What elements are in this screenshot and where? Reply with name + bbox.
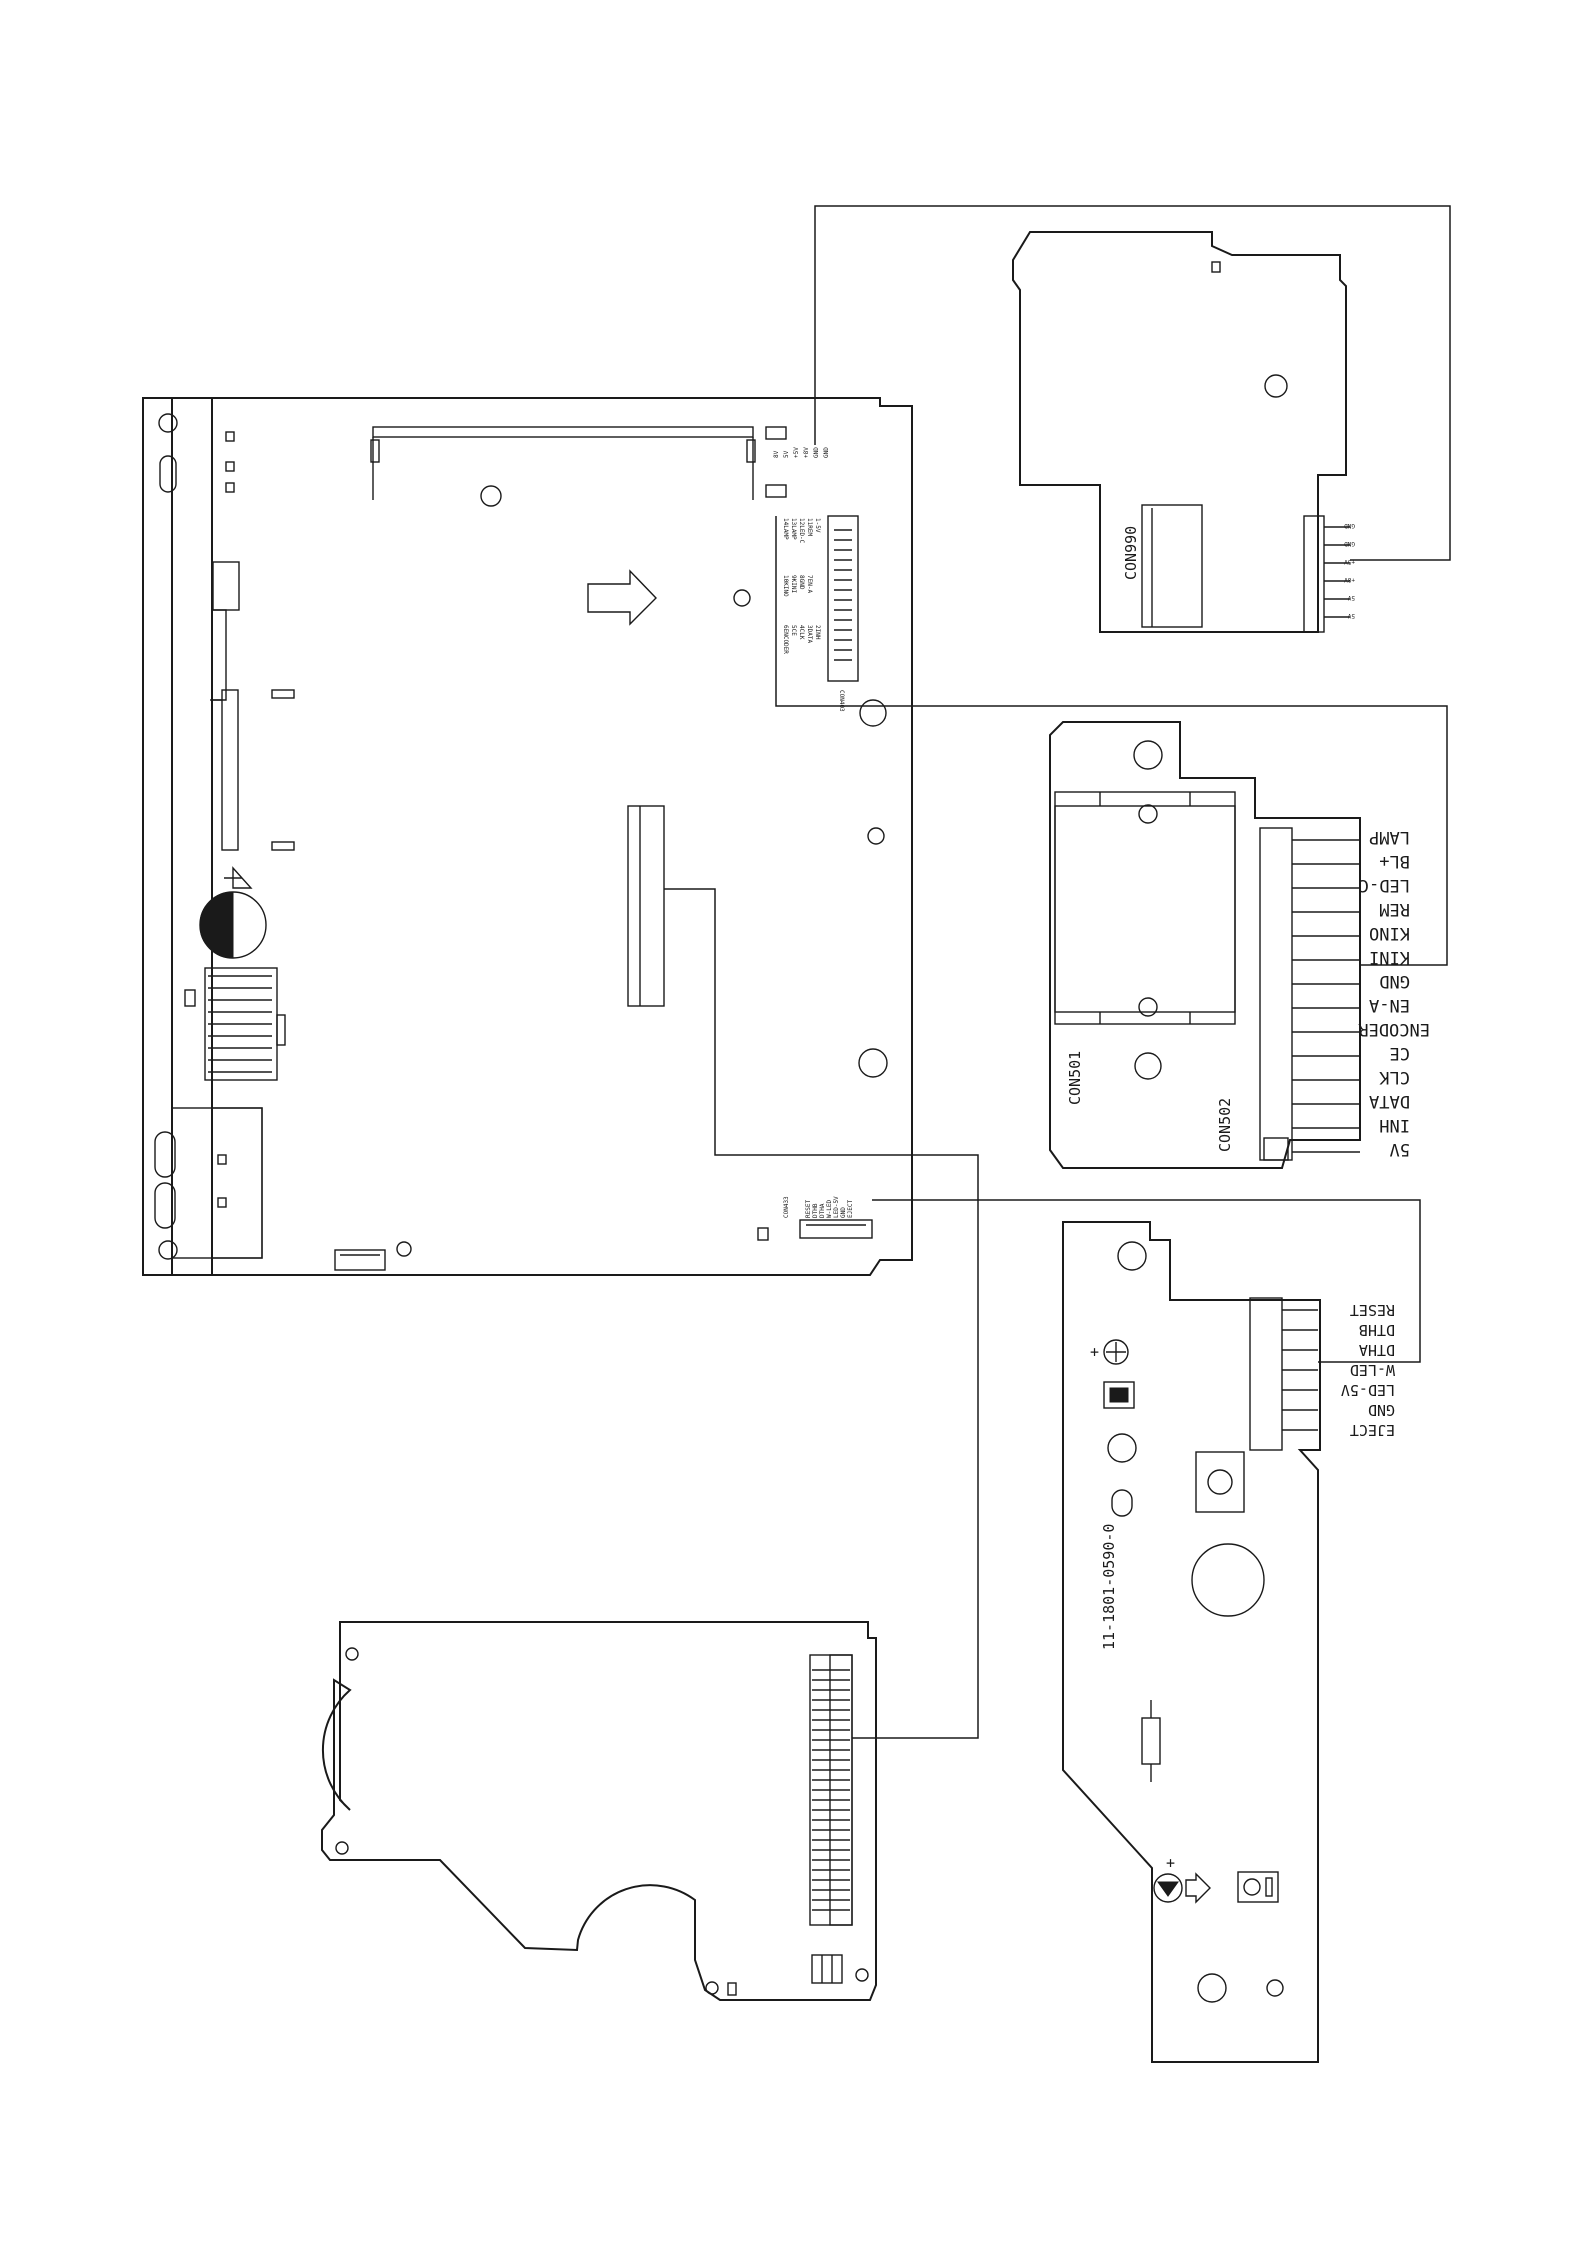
mechanism-board-outline bbox=[321, 1621, 877, 2001]
front-board: CON501 CON502 LAMP BL+ LED-C REM KINO KI… bbox=[1049, 721, 1430, 1169]
power-pin-label: 8V bbox=[773, 450, 780, 458]
power-pin-label: GND bbox=[823, 447, 830, 458]
front-pin-label: KINO bbox=[1369, 923, 1410, 943]
power-pin-label: GND bbox=[813, 447, 820, 458]
part-number: 11-1801-0590-0 bbox=[1100, 1524, 1118, 1650]
front-pin-label: CLK bbox=[1379, 1067, 1410, 1087]
front-pin-label: REM bbox=[1379, 899, 1410, 919]
front-board-outline bbox=[1049, 721, 1361, 1169]
front-pin-label: 1-5V bbox=[814, 518, 821, 533]
power-pin-label: 5V bbox=[783, 450, 790, 458]
led-icon bbox=[1103, 1339, 1129, 1365]
eject-pin-label: DTHB bbox=[1359, 1321, 1395, 1339]
eject-pin-labels: RESET DTHB DTHA W-LED LED-5V GND EJECT bbox=[1341, 1301, 1395, 1439]
wire-eject bbox=[872, 1199, 1421, 1363]
eject-pin-label: W-LED bbox=[1350, 1361, 1395, 1379]
plus-mark: + bbox=[1090, 1343, 1099, 1361]
eject-pin-label: EJECT bbox=[1350, 1421, 1395, 1439]
eject-pin-label: RESET bbox=[805, 1200, 812, 1218]
disc-pin-label: 5V bbox=[1347, 594, 1355, 601]
front-pin-label: 9KINI bbox=[790, 575, 797, 593]
con501-label: CON501 bbox=[1066, 1051, 1084, 1105]
con403-label: CON403 bbox=[838, 690, 845, 712]
wire-mechanism bbox=[664, 888, 979, 1739]
front-pin-label: 8GND bbox=[798, 575, 805, 590]
front-pin-label: 11REM bbox=[806, 518, 813, 536]
mechanism-pin-lines bbox=[812, 1669, 850, 1911]
front-pin-label: 7EN-A bbox=[806, 575, 813, 593]
front-pin-label: DATA bbox=[1369, 1091, 1410, 1111]
eject-pin-label: GND bbox=[1368, 1401, 1395, 1419]
con990-label: CON990 bbox=[1122, 526, 1140, 580]
eject-pin-label: W-LED bbox=[826, 1200, 833, 1218]
front-pin-label: 4CLK bbox=[798, 625, 805, 640]
plus-mark: + bbox=[1166, 1854, 1175, 1872]
front-pin-label: CE bbox=[1390, 1043, 1410, 1063]
front-pin-label: LAMP bbox=[1369, 827, 1410, 847]
front-pin-label: EN-A bbox=[1369, 995, 1410, 1015]
power-pin-label: +8V bbox=[803, 447, 810, 458]
front-pin-label: ENCODER bbox=[1358, 1019, 1430, 1039]
eject-pin-label: LED-5V bbox=[833, 1196, 840, 1218]
front-pin-label: LED-C bbox=[1359, 875, 1410, 895]
eject-pin-label: EJECT bbox=[847, 1200, 854, 1218]
front-pin-label: 5V bbox=[1390, 1139, 1410, 1159]
main-board bbox=[142, 397, 913, 1276]
front-pin-label: 6ENCODER bbox=[782, 625, 789, 654]
eject-pin-label: GND bbox=[840, 1207, 847, 1218]
transformer-winding bbox=[208, 975, 272, 1073]
front-pin-label: 3DATA bbox=[806, 625, 813, 643]
con502-label: CON502 bbox=[1216, 1098, 1234, 1152]
ir-led-icon bbox=[1153, 1873, 1183, 1903]
front-pin-lines bbox=[1292, 839, 1360, 1153]
front-pin-label: 10KINO bbox=[782, 575, 789, 597]
disc-board-outline bbox=[1012, 231, 1347, 633]
eject-pin-label: DTHB bbox=[812, 1203, 819, 1218]
eject-pin-label: LED-5V bbox=[1341, 1381, 1395, 1399]
front-pin-labels: LAMP BL+ LED-C REM KINO KINI GND EN-A EN… bbox=[1358, 827, 1430, 1159]
front-pin-label: BL+ bbox=[1379, 851, 1410, 871]
connection-wires bbox=[664, 205, 1451, 1739]
front-pin-label: 13LAMP bbox=[790, 518, 797, 540]
wire-front bbox=[775, 516, 1448, 966]
main-board-labels: CON403 CON433 8V 5V +5V +8V GND GND 14LA… bbox=[773, 447, 854, 1218]
front-pin-label: 12LED-C bbox=[798, 518, 805, 544]
con433-label: CON433 bbox=[783, 1196, 790, 1218]
eject-pin-label: DTHA bbox=[819, 1203, 826, 1218]
front-pin-label: INH bbox=[1379, 1115, 1410, 1135]
disc-board: CON990 GND GND +5V +8V 5V 5V bbox=[1012, 231, 1355, 633]
front-pin-label: KINI bbox=[1369, 947, 1410, 967]
disc-pin-label: GND bbox=[1344, 540, 1355, 547]
disc-pin-label: 5V bbox=[1347, 612, 1355, 619]
disc-pin-label: +8V bbox=[1344, 576, 1355, 583]
front-pin-label: 2INH bbox=[814, 625, 821, 640]
front-pin-label: 5CE bbox=[790, 625, 797, 636]
eject-pin-label: DTHA bbox=[1359, 1341, 1395, 1359]
wire-disc bbox=[814, 205, 1451, 561]
main-board-outline bbox=[142, 397, 913, 1276]
disc-pin-label: +5V bbox=[1344, 558, 1355, 565]
front-pin-label: 14LAMP bbox=[782, 518, 789, 540]
disc-pin-label: GND bbox=[1344, 522, 1355, 529]
eject-board-outline bbox=[1062, 1221, 1321, 2063]
eject-board: RESET DTHB DTHA W-LED LED-5V GND EJECT +… bbox=[1062, 1221, 1395, 2063]
con403-pins bbox=[834, 529, 852, 661]
power-pin-label: +5V bbox=[793, 447, 800, 458]
front-pin-label: GND bbox=[1379, 971, 1410, 991]
eject-pin-label: RESET bbox=[1350, 1301, 1395, 1319]
mechanism-board bbox=[321, 1621, 877, 2001]
